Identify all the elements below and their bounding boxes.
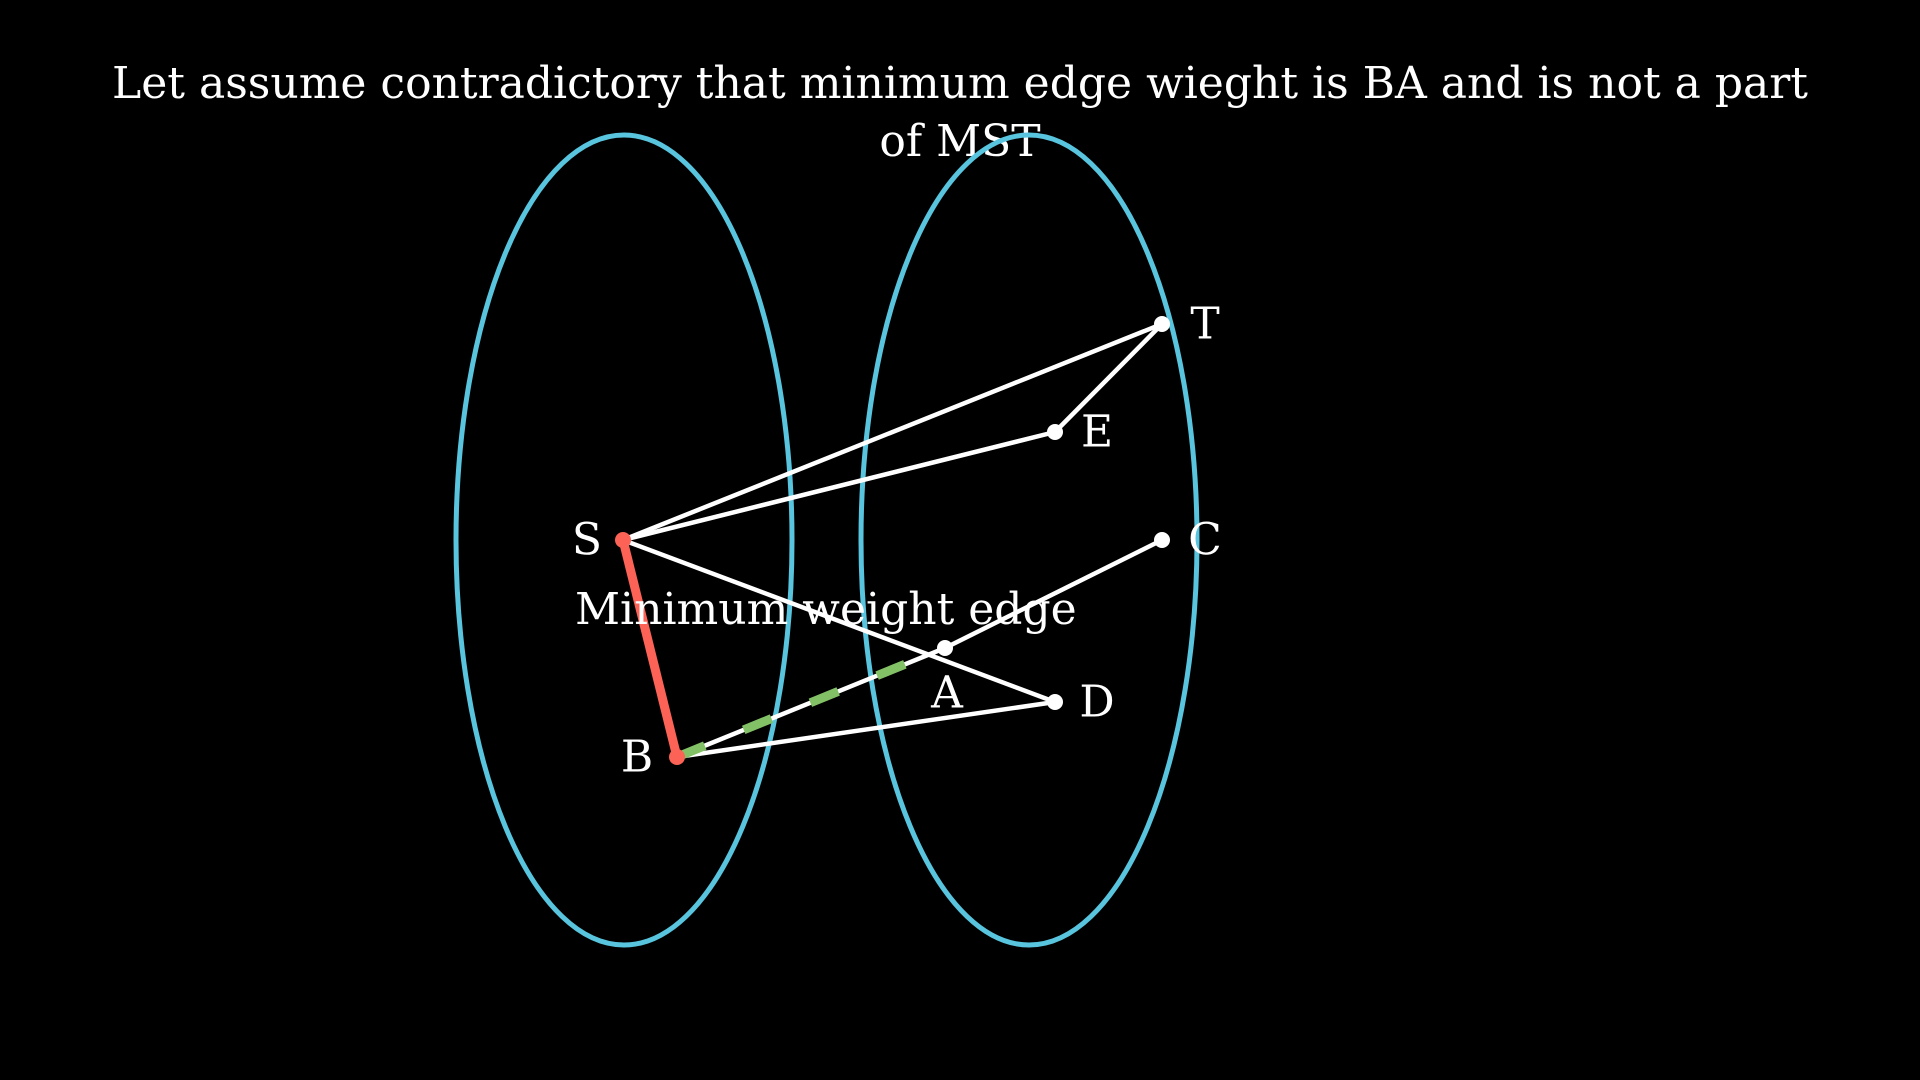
node-label-e: E bbox=[1081, 407, 1113, 458]
minimum-weight-edge-label: Minimum weight edge bbox=[575, 584, 1077, 635]
node-a bbox=[937, 640, 953, 656]
edge-SE bbox=[622, 429, 1056, 543]
edge-BA-dashed bbox=[675, 643, 947, 762]
right-partition-set bbox=[858, 132, 1200, 948]
node-b bbox=[669, 749, 685, 765]
node-label-a: A bbox=[930, 668, 964, 719]
edge-SD bbox=[622, 537, 1056, 705]
edge-TE bbox=[1053, 322, 1164, 434]
node-label-s: S bbox=[572, 515, 602, 566]
edge-SB-highlighted bbox=[618, 538, 682, 759]
edge-AC bbox=[943, 537, 1164, 651]
node-label-t: T bbox=[1190, 299, 1219, 350]
labels-layer: S B T E C A D bbox=[572, 299, 1222, 783]
node-d bbox=[1047, 694, 1063, 710]
node-t bbox=[1154, 316, 1170, 332]
left-partition-set bbox=[453, 132, 795, 948]
node-c bbox=[1154, 532, 1170, 548]
node-label-d: D bbox=[1079, 677, 1114, 728]
edges-layer bbox=[618, 321, 1164, 762]
node-label-b: B bbox=[621, 732, 653, 783]
node-label-c: C bbox=[1188, 515, 1222, 566]
edge-BD bbox=[676, 699, 1056, 760]
edge-ST bbox=[622, 321, 1163, 543]
nodes-layer bbox=[615, 316, 1170, 765]
node-s bbox=[615, 532, 631, 548]
slide-title: Let assume contradictory that minimum ed… bbox=[112, 58, 1808, 167]
node-e bbox=[1047, 424, 1063, 440]
